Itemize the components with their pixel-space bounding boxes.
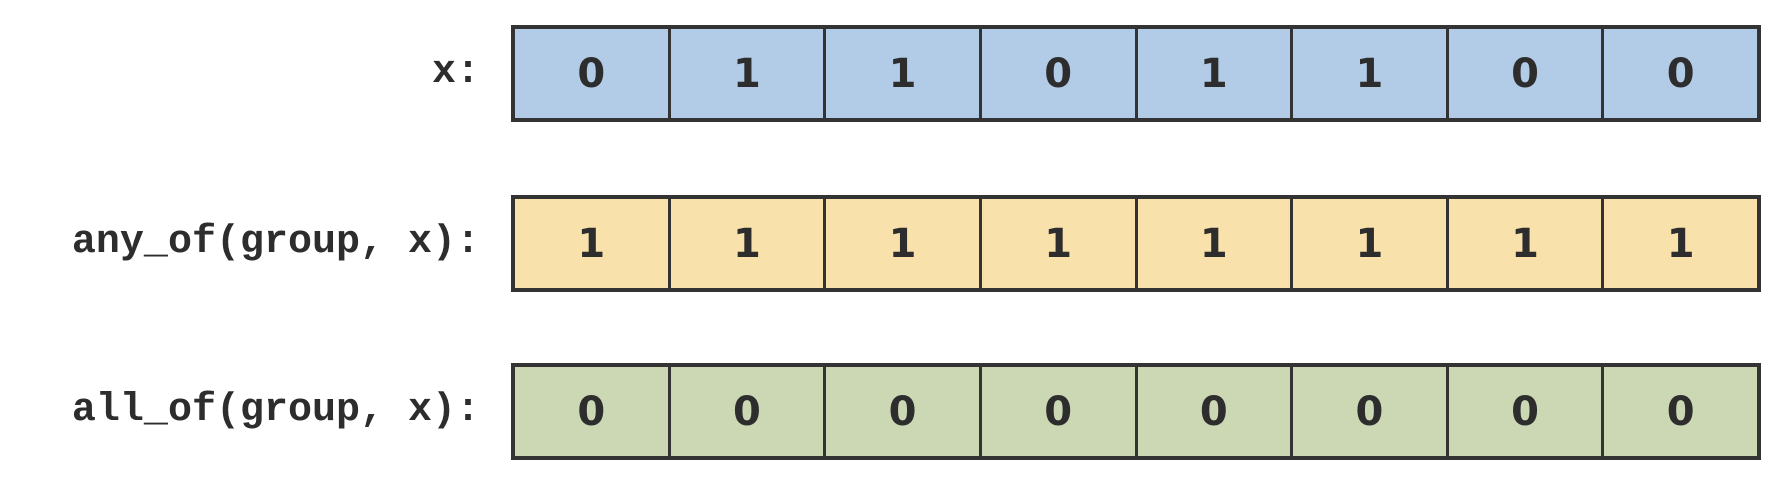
all-of-cell: 0	[1601, 367, 1757, 456]
x-row-label: x:	[431, 50, 480, 95]
any-of-cell: 1	[1134, 199, 1291, 288]
any-of-row-label: any_of(group, x):	[71, 220, 480, 265]
all-of-cell: 0	[667, 367, 824, 456]
any-of-cell: 1	[978, 199, 1135, 288]
any-of-cell: 1	[1290, 199, 1446, 288]
any-of-cell: 1	[823, 199, 979, 288]
x-array: 0 1 1 0 1 1 0 0	[511, 25, 1761, 122]
all-of-cell: 0	[1445, 367, 1602, 456]
all-of-cell: 0	[577, 388, 606, 435]
any-of-array: 1 1 1 1 1 1 1 1	[511, 195, 1761, 292]
x-cell: 0	[1601, 29, 1757, 118]
any-of-cell: 1	[667, 199, 824, 288]
all-of-row-label: all_of(group, x):	[71, 388, 480, 433]
all-of-cell: 0	[978, 367, 1135, 456]
any-of-cell: 1	[1601, 199, 1757, 288]
any-of-cell: 1	[577, 220, 606, 267]
all-of-array: 0 0 0 0 0 0 0 0	[511, 363, 1761, 460]
x-cell: 0	[978, 29, 1135, 118]
all-of-cell: 0	[1290, 367, 1446, 456]
x-cell: 1	[667, 29, 824, 118]
x-cell: 0	[1445, 29, 1602, 118]
x-cell: 1	[1290, 29, 1446, 118]
x-cell: 1	[1134, 29, 1291, 118]
x-cell: 0	[577, 50, 606, 97]
x-cell: 1	[823, 29, 979, 118]
all-of-cell: 0	[1134, 367, 1291, 456]
any-of-cell: 1	[1445, 199, 1602, 288]
all-of-cell: 0	[823, 367, 979, 456]
